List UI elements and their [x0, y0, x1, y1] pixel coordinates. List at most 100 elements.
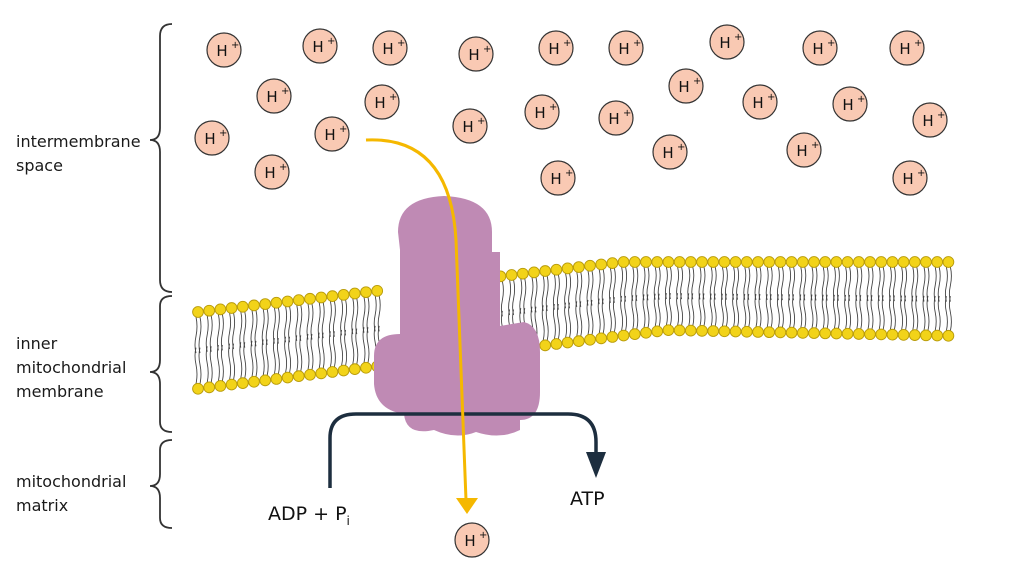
lipid-icon: [875, 256, 888, 341]
lipid-icon: [752, 256, 764, 338]
svg-text:H: H: [468, 46, 479, 64]
lipid-icon: [864, 256, 876, 341]
proton-icon: H+: [538, 30, 574, 66]
svg-text:+: +: [397, 38, 405, 49]
lipid-icon: [707, 256, 720, 337]
lipid-icon: [651, 256, 664, 338]
svg-text:H: H: [550, 170, 561, 188]
proton-icon: H+: [889, 30, 925, 66]
proton-icon: H+: [892, 160, 928, 196]
svg-text:H: H: [842, 96, 853, 114]
svg-text:+: +: [767, 92, 775, 103]
lipid-icon: [729, 256, 742, 338]
atp-synthase-icon: [374, 196, 540, 436]
lipid-icon: [897, 256, 910, 341]
proton-icon: H+: [256, 78, 292, 114]
lipid-icon: [886, 256, 899, 341]
svg-text:+: +: [857, 94, 865, 105]
svg-text:H: H: [548, 40, 559, 58]
svg-text:+: +: [219, 128, 227, 139]
proton-icon: H+: [372, 30, 408, 66]
lipid-icon: [584, 259, 596, 346]
proton-flow-arrowhead-icon: [456, 498, 478, 514]
svg-text:H: H: [796, 142, 807, 160]
svg-text:H: H: [382, 40, 393, 58]
lipid-icon: [908, 256, 921, 341]
svg-text:H: H: [902, 170, 913, 188]
proton-icon: H+: [314, 116, 350, 152]
proton-icon: H+: [524, 94, 560, 130]
svg-text:H: H: [464, 532, 475, 550]
svg-text:H: H: [266, 88, 277, 106]
svg-text:+: +: [827, 38, 835, 49]
inner-mitochondrial-membrane: [192, 256, 955, 395]
lipid-icon: [606, 257, 619, 343]
lipid-icon: [304, 292, 316, 381]
lipid-icon: [696, 256, 708, 337]
proton-icon: H+: [454, 522, 490, 558]
reactant-text: ADP + P: [268, 503, 347, 525]
product-label: ATP: [570, 488, 605, 510]
lipid-icon: [785, 256, 798, 339]
proton-icon: H+: [540, 160, 576, 196]
svg-text:+: +: [279, 162, 287, 173]
svg-text:+: +: [549, 102, 557, 113]
lipid-icon: [214, 303, 227, 392]
svg-text:+: +: [231, 40, 239, 51]
svg-text:+: +: [389, 92, 397, 103]
svg-text:+: +: [281, 86, 289, 97]
lipid-icon: [740, 256, 753, 338]
lipid-icon: [662, 256, 675, 337]
lipid-icon: [628, 256, 641, 341]
svg-text:+: +: [483, 44, 491, 55]
svg-text:+: +: [565, 168, 573, 179]
lipid-icon: [326, 290, 339, 378]
bracket-inner-membrane-icon: [149, 295, 173, 433]
reactant-label: ADP + Pi: [268, 503, 350, 528]
lipid-icon: [550, 263, 563, 350]
lipid-icon: [796, 256, 809, 339]
svg-text:H: H: [662, 144, 673, 162]
lipid-icon: [808, 256, 820, 339]
svg-text:+: +: [633, 38, 641, 49]
proton-icon: H+: [709, 24, 745, 60]
lipid-icon: [920, 256, 932, 342]
label-mitochondrial-matrix: mitochondrial matrix: [16, 472, 127, 515]
lipid-icon: [281, 295, 294, 384]
lipid-icon: [931, 256, 944, 342]
proton-icon: H+: [912, 102, 948, 138]
svg-text:+: +: [693, 76, 701, 87]
lipid-icon: [640, 256, 652, 339]
svg-text:H: H: [719, 34, 730, 52]
lipid-icon: [617, 256, 630, 342]
svg-text:H: H: [752, 94, 763, 112]
proton-icon: H+: [652, 134, 688, 170]
svg-text:H: H: [608, 110, 619, 128]
svg-text:H: H: [922, 112, 933, 130]
lipid-icon: [236, 300, 249, 390]
svg-text:H: H: [312, 38, 323, 56]
svg-text:+: +: [327, 36, 335, 47]
svg-text:+: +: [914, 38, 922, 49]
svg-text:H: H: [264, 164, 275, 182]
svg-text:+: +: [339, 124, 347, 135]
lipid-icon: [337, 288, 350, 377]
proton-icon: H+: [254, 154, 290, 190]
lipid-icon: [673, 256, 686, 337]
svg-text:H: H: [374, 94, 385, 112]
proton-icon: H+: [598, 100, 634, 136]
lipid-icon: [259, 298, 272, 387]
proton-icon: H+: [194, 120, 230, 156]
svg-text:H: H: [216, 42, 227, 60]
label-inner-membrane: inner mitochondrial membrane: [16, 334, 127, 401]
lipid-icon: [572, 261, 585, 348]
lipid-icon: [561, 262, 574, 349]
svg-text:H: H: [204, 130, 215, 148]
proton-icon: H+: [452, 108, 488, 144]
bracket-intermembrane-icon: [149, 23, 173, 293]
svg-text:H: H: [324, 126, 335, 144]
reaction-arrowhead-icon: [586, 452, 606, 478]
lipid-icon: [315, 291, 328, 380]
